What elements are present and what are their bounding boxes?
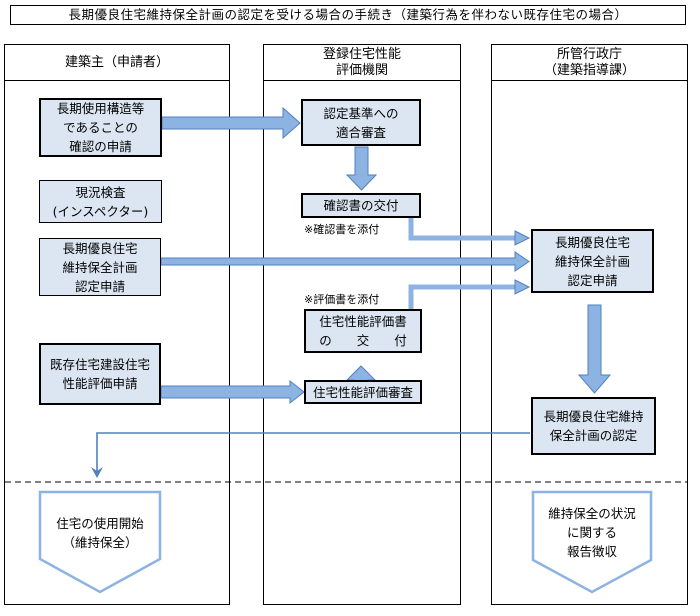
- arrow-confirm-to-review: [161, 106, 301, 140]
- note-attach-evaluation: ※評価書を添付: [304, 293, 380, 306]
- arrow-certificate-to-government: [408, 218, 515, 241]
- lane-agency-header: 登録住宅性能 評価機関: [264, 45, 460, 81]
- box-performance-issue: 住宅性能評価書 の 交 付: [304, 309, 422, 353]
- box-standard-review: 認定基準への 適合審査: [301, 99, 421, 146]
- arrow-certification-to-use-start: [96, 432, 530, 473]
- report-shape: [531, 490, 653, 594]
- lane-builder-header: 建築主（申請者）: [5, 45, 229, 81]
- arrow-plan-to-government: [160, 251, 530, 272]
- box-gov-certification: 長期優良住宅維持 保全計画の認定: [531, 397, 656, 455]
- box-gov-plan-application: 長期優良住宅 維持保全計画 認定申請: [531, 229, 654, 293]
- use-start-shape: [38, 490, 162, 594]
- box-performance-review: 住宅性能評価審査: [304, 380, 422, 404]
- arrow-application-to-certification: [577, 304, 612, 394]
- page-title: 長期優良住宅維持保全計画の認定を受ける場合の手続き（建築行為を伴わない既存住宅の…: [10, 5, 686, 25]
- box-certificate-issue: 確認書の交付: [301, 193, 421, 218]
- arrow-evaluation-to-government: [408, 284, 515, 310]
- arrow-application-to-review: [160, 379, 305, 405]
- box-confirm-request: 長期使用構造等 であることの 確認の申請: [39, 98, 162, 157]
- box-performance-application: 既存住宅建設住宅 性能評価申請: [39, 343, 161, 405]
- endpoint-use-start: 住宅の使用開始 （維持保全）: [56, 516, 144, 550]
- endpoint-report: 維持保全の状況 に関する 報告徴収: [548, 506, 636, 559]
- box-plan-application: 長期優良住宅 維持保全計画 認定申請: [39, 238, 161, 296]
- arrow-review-to-certificate: [345, 146, 378, 191]
- lane-government-header: 所管行政庁 （建築指導課）: [492, 45, 687, 81]
- note-attach-certificate: ※確認書を添付: [304, 223, 380, 236]
- box-inspection: 現況検査 (インスペクター): [39, 180, 162, 223]
